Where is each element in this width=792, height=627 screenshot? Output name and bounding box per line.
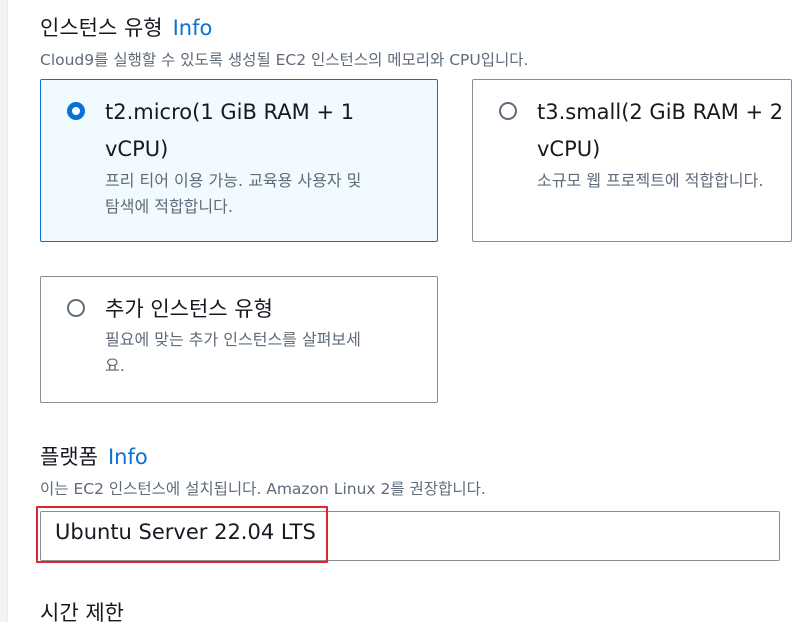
additional-types-description: 필요에 맞는 추가 인스턴스를 살펴보세 요. bbox=[105, 327, 361, 379]
instance-option-t3-small[interactable]: t3.small(2 GiB RAM + 2 vCPU) 소규모 웹 프로젝트에… bbox=[472, 79, 792, 242]
platform-select[interactable] bbox=[40, 511, 780, 561]
platform-heading-text: 플랫폼 bbox=[40, 445, 98, 469]
instance-type-info-link[interactable]: Info bbox=[172, 16, 213, 40]
t2-micro-title-line1: t2.micro(1 GiB RAM + 1 bbox=[105, 100, 355, 124]
t3-small-title-line2: vCPU) bbox=[537, 137, 601, 161]
t3-small-description: 소규모 웹 프로젝트에 적합합니다. bbox=[537, 168, 763, 194]
t2-micro-title-line2: vCPU) bbox=[105, 137, 169, 161]
t3-small-desc-line1: 소규모 웹 프로젝트에 적합합니다. bbox=[537, 171, 764, 190]
instance-type-heading: 인스턴스 유형 Info bbox=[40, 12, 212, 42]
platform-heading: 플랫폼 Info bbox=[40, 441, 148, 471]
additional-types-desc-line2: 요. bbox=[105, 356, 125, 375]
platform-info-link[interactable]: Info bbox=[107, 445, 148, 469]
timeout-heading: 시간 제한 bbox=[40, 601, 124, 625]
instance-option-t2-micro[interactable]: t2.micro(1 GiB RAM + 1 vCPU) 프리 티어 이용 가능… bbox=[40, 79, 438, 242]
t3-small-title: t3.small(2 GiB RAM + 2 vCPU) bbox=[537, 94, 783, 168]
instance-option-additional[interactable]: 추가 인스턴스 유형 필요에 맞는 추가 인스턴스를 살펴보세 요. bbox=[40, 276, 438, 403]
t2-micro-title: t2.micro(1 GiB RAM + 1 vCPU) bbox=[105, 94, 354, 168]
t3-small-radio[interactable] bbox=[499, 102, 517, 120]
platform-description: 이는 EC2 인스턴스에 설치됩니다. Amazon Linux 2를 권장합니… bbox=[40, 480, 486, 498]
additional-types-radio[interactable] bbox=[67, 299, 85, 317]
additional-types-title-line1: 추가 인스턴스 유형 bbox=[105, 297, 273, 321]
highlight-annotation-box bbox=[36, 506, 328, 563]
additional-types-desc-line1: 필요에 맞는 추가 인스턴스를 살펴보세 bbox=[105, 330, 361, 349]
platform-selected-value: Ubuntu Server 22.04 LTS bbox=[55, 520, 316, 544]
additional-types-title: 추가 인스턴스 유형 bbox=[105, 291, 273, 328]
instance-type-description: Cloud9를 실행할 수 있도록 생성될 EC2 인스턴스의 메모리와 CPU… bbox=[40, 51, 529, 69]
t2-micro-desc-line2: 탐색에 적합합니다. bbox=[105, 197, 233, 216]
instance-type-heading-text: 인스턴스 유형 bbox=[40, 16, 163, 40]
t2-micro-desc-line1: 프리 티어 이용 가능. 교육용 사용자 및 bbox=[105, 171, 362, 190]
t3-small-title-line1: t3.small(2 GiB RAM + 2 bbox=[537, 100, 784, 124]
left-panel-border bbox=[0, 0, 8, 622]
t2-micro-description: 프리 티어 이용 가능. 교육용 사용자 및 탐색에 적합합니다. bbox=[105, 168, 361, 220]
t2-micro-radio[interactable] bbox=[67, 102, 85, 120]
